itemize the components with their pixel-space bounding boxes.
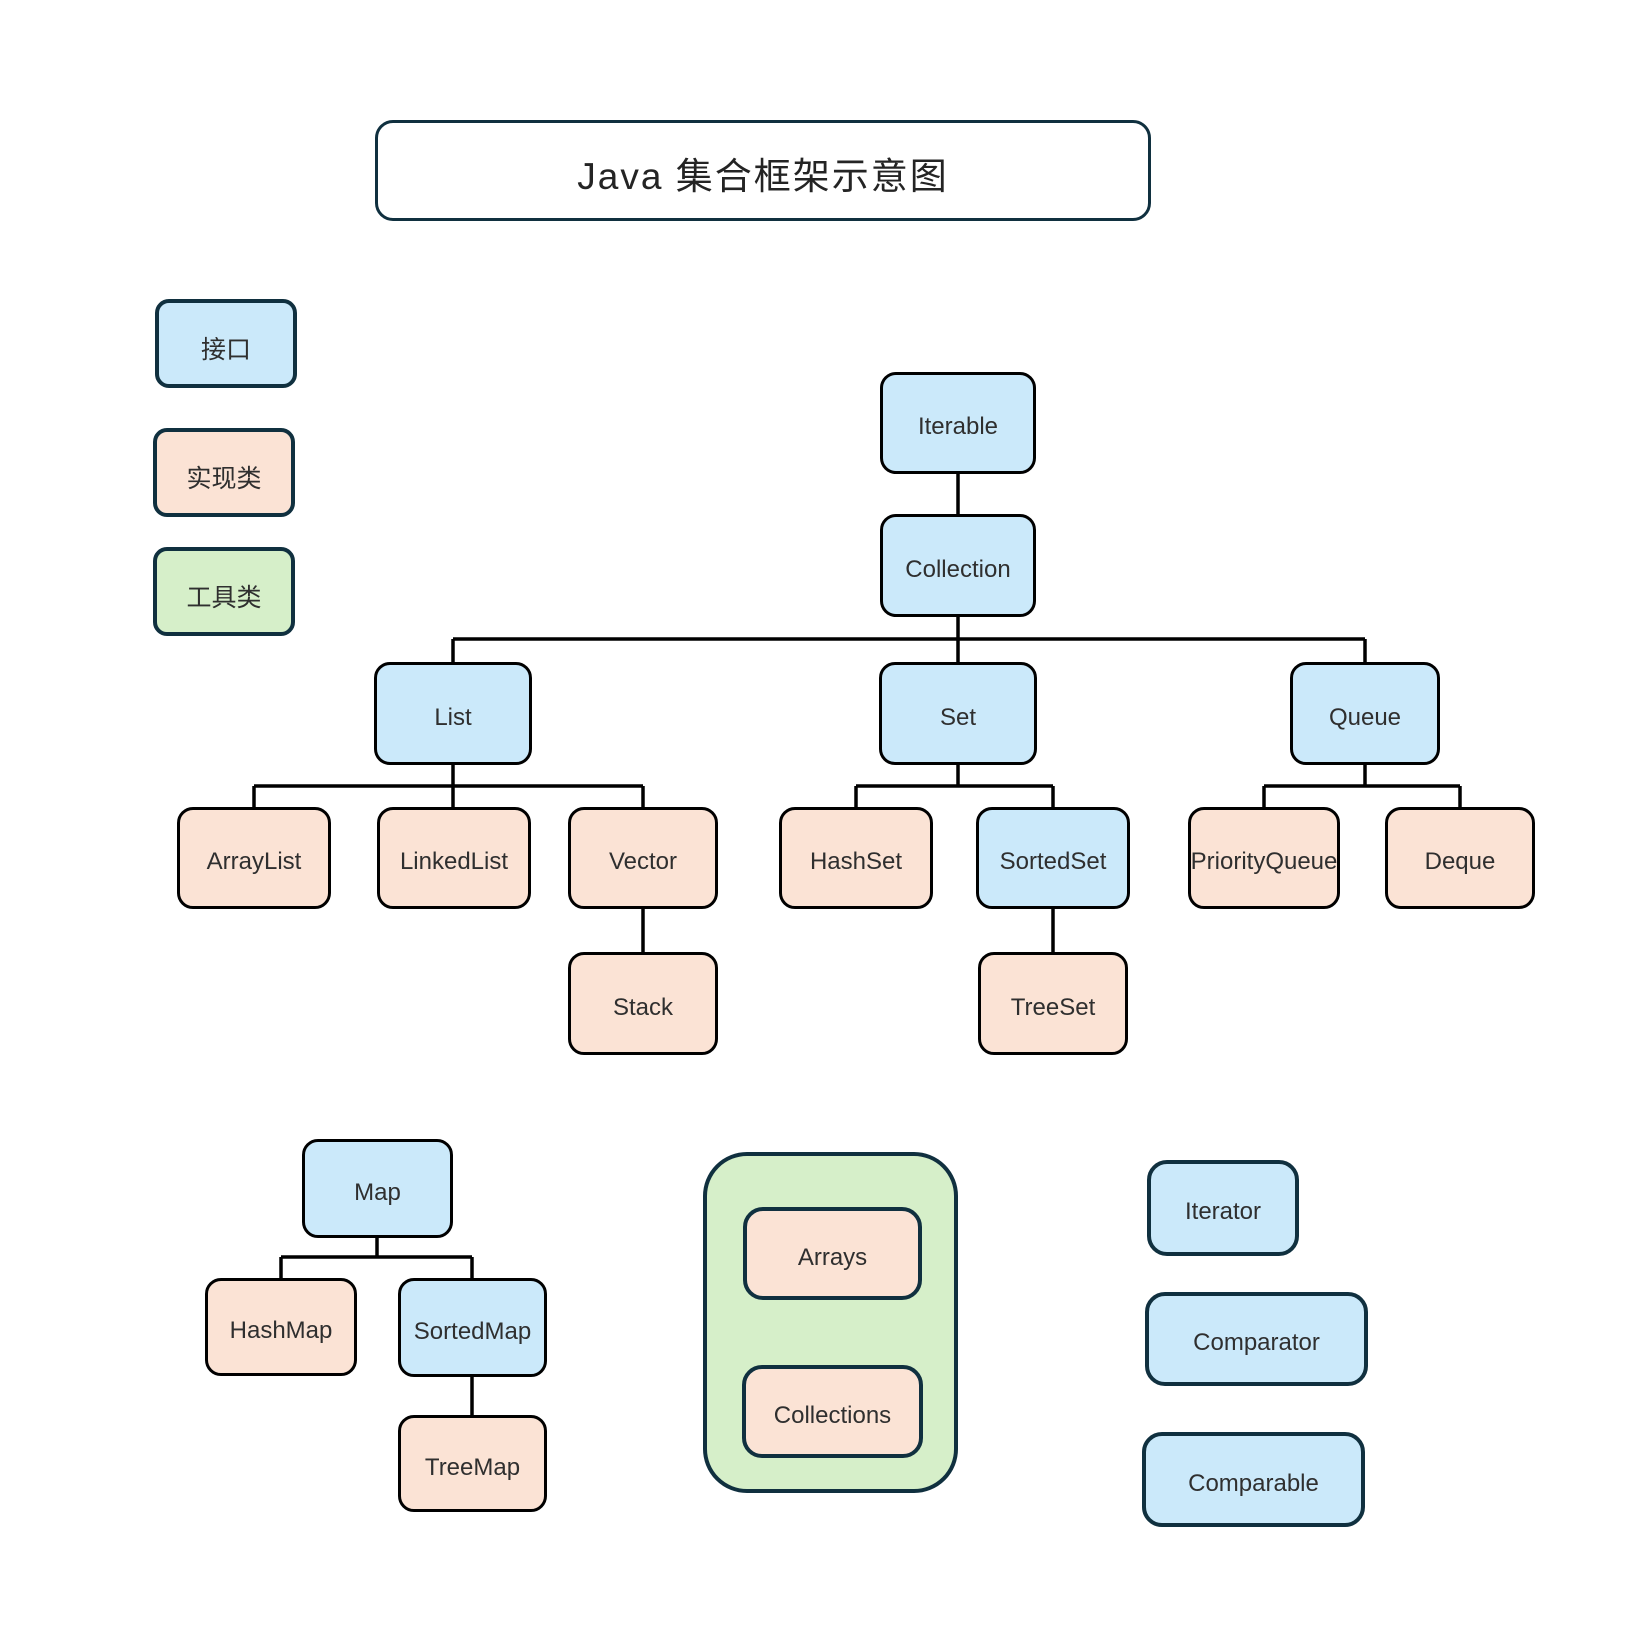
legend-item-utility: 工具类 — [153, 547, 295, 636]
node-priorityqueue: PriorityQueue — [1188, 807, 1340, 909]
node-sortedmap: SortedMap — [398, 1278, 547, 1377]
node-queue: Queue — [1290, 662, 1440, 765]
node-hashset: HashSet — [779, 807, 933, 909]
node-hashmap: HashMap — [205, 1278, 357, 1376]
legend-item-interface: 接口 — [155, 299, 297, 388]
node-arraylist: ArrayList — [177, 807, 331, 909]
node-iterator: Iterator — [1147, 1160, 1299, 1256]
node-map: Map — [302, 1139, 453, 1238]
node-collection: Collection — [880, 514, 1036, 617]
node-set: Set — [879, 662, 1037, 765]
node-iterable: Iterable — [880, 372, 1036, 474]
diagram-title: Java 集合框架示意图 — [577, 155, 949, 197]
node-comparable: Comparable — [1142, 1432, 1365, 1527]
diagram-title-box: Java 集合框架示意图 — [375, 120, 1151, 221]
node-deque: Deque — [1385, 807, 1535, 909]
node-treeset: TreeSet — [978, 952, 1128, 1055]
legend-item-implementation: 实现类 — [153, 428, 295, 517]
node-stack: Stack — [568, 952, 718, 1055]
node-treemap: TreeMap — [398, 1415, 547, 1512]
node-vector: Vector — [568, 807, 718, 909]
node-arrays: Arrays — [743, 1207, 922, 1300]
node-linkedlist: LinkedList — [377, 807, 531, 909]
node-comparator: Comparator — [1145, 1292, 1368, 1386]
node-collections: Collections — [742, 1365, 923, 1458]
node-list: List — [374, 662, 532, 765]
node-sortedset: SortedSet — [976, 807, 1130, 909]
